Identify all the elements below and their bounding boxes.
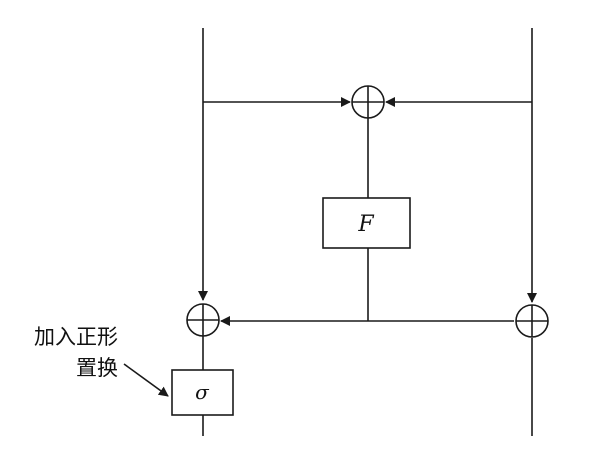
sigma-box: σ (171, 369, 234, 416)
annotation-line-1: 加入正形 (34, 325, 118, 349)
right-xor-icon (515, 304, 549, 338)
top-xor-icon (351, 85, 385, 119)
annotation-line-2: 置换 (76, 356, 118, 380)
left-xor-icon (186, 303, 220, 337)
annotation-arrow (123, 363, 169, 397)
sigma-label: σ (195, 380, 210, 404)
f-function-box: F (322, 197, 411, 249)
f-function-label: F (357, 212, 374, 237)
